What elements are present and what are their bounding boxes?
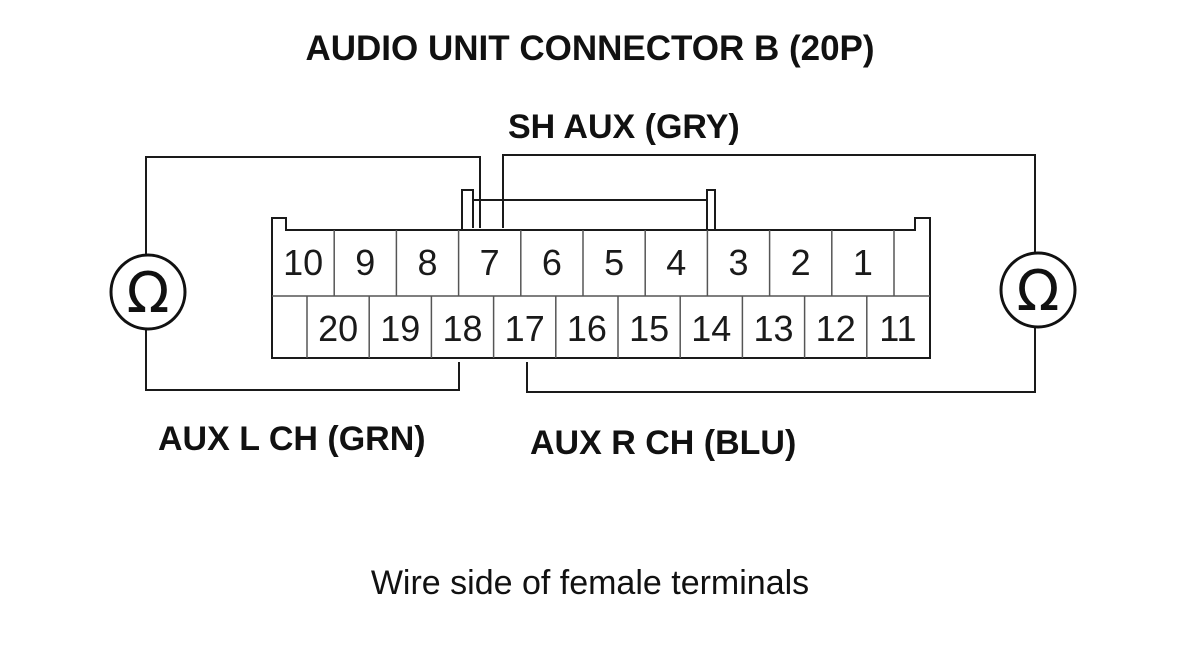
right-ohmmeter: Ω (999, 251, 1077, 329)
diagram-title: AUDIO UNIT CONNECTOR B (20P) (305, 29, 874, 68)
left-ohmmeter-circle (109, 253, 187, 331)
top-row-pin-5: 5 (604, 242, 624, 283)
top-row-pin-3: 3 (728, 242, 748, 283)
top-row-pin-4: 4 (666, 242, 686, 283)
sh-aux-label: SH AUX (GRY) (508, 108, 740, 146)
top-row-pin-7: 7 (480, 242, 500, 283)
top-row-pin-8: 8 (417, 242, 437, 283)
bottom-row-pin-15: 15 (629, 308, 669, 349)
bottom-row-pin-17: 17 (505, 308, 545, 349)
top-row-pin-6: 6 (542, 242, 562, 283)
connector-latch (461, 189, 716, 230)
top-row-pin-1: 1 (853, 242, 873, 283)
aux-r-ch-label: AUX R CH (BLU) (530, 424, 796, 462)
top-row-pin-2: 2 (791, 242, 811, 283)
bottom-row-pin-14: 14 (691, 308, 731, 349)
ohm-icon: Ω (127, 261, 170, 326)
left-ohmmeter: Ω (109, 253, 187, 331)
bottom-row-pin-13: 13 (753, 308, 793, 349)
diagram-caption: Wire side of female terminals (371, 564, 809, 602)
bottom-row-pin-18: 18 (442, 308, 482, 349)
bottom-row-pin-19: 19 (380, 308, 420, 349)
aux-l-ch-label: AUX L CH (GRN) (158, 420, 426, 458)
bottom-row-pin-12: 12 (816, 308, 856, 349)
bottom-row-pin-20: 20 (318, 308, 358, 349)
ohm-icon: Ω (1017, 259, 1060, 324)
top-row-pin-10: 10 (283, 242, 323, 283)
right-ohmmeter-circle (999, 251, 1077, 329)
bottom-row-pin-11: 11 (879, 308, 916, 349)
bottom-row-pin-16: 16 (567, 308, 607, 349)
top-row-pin-9: 9 (355, 242, 375, 283)
connector-outline (271, 217, 931, 359)
